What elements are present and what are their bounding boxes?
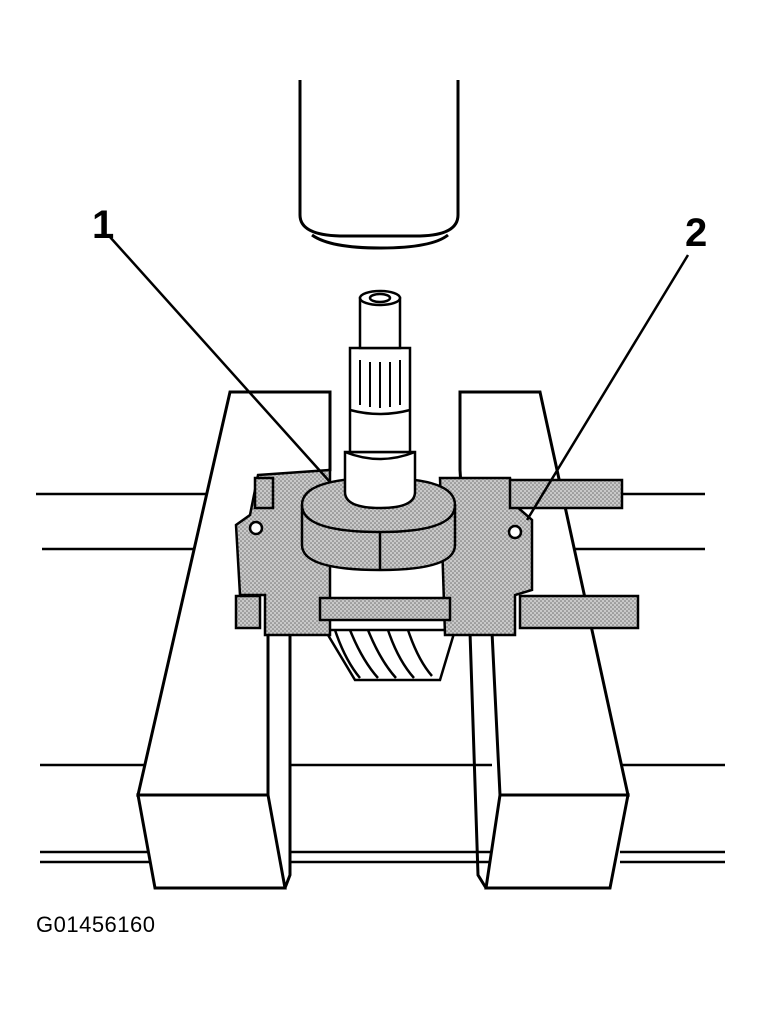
press-ram [298, 80, 460, 250]
figure-code: G01456160 [36, 912, 156, 937]
right-support-block [458, 390, 630, 890]
leader-line-2 [525, 254, 690, 521]
left-support-block [136, 390, 332, 890]
leader-line-1 [109, 236, 331, 483]
callout-label-2: 2 [685, 211, 707, 255]
separator-bolts [234, 476, 640, 630]
pinion-shaft [343, 289, 417, 510]
callout-label-1: 1 [92, 203, 114, 247]
gear-teeth [322, 628, 457, 682]
leader-lines [109, 236, 690, 521]
shaft-splines [359, 360, 401, 408]
